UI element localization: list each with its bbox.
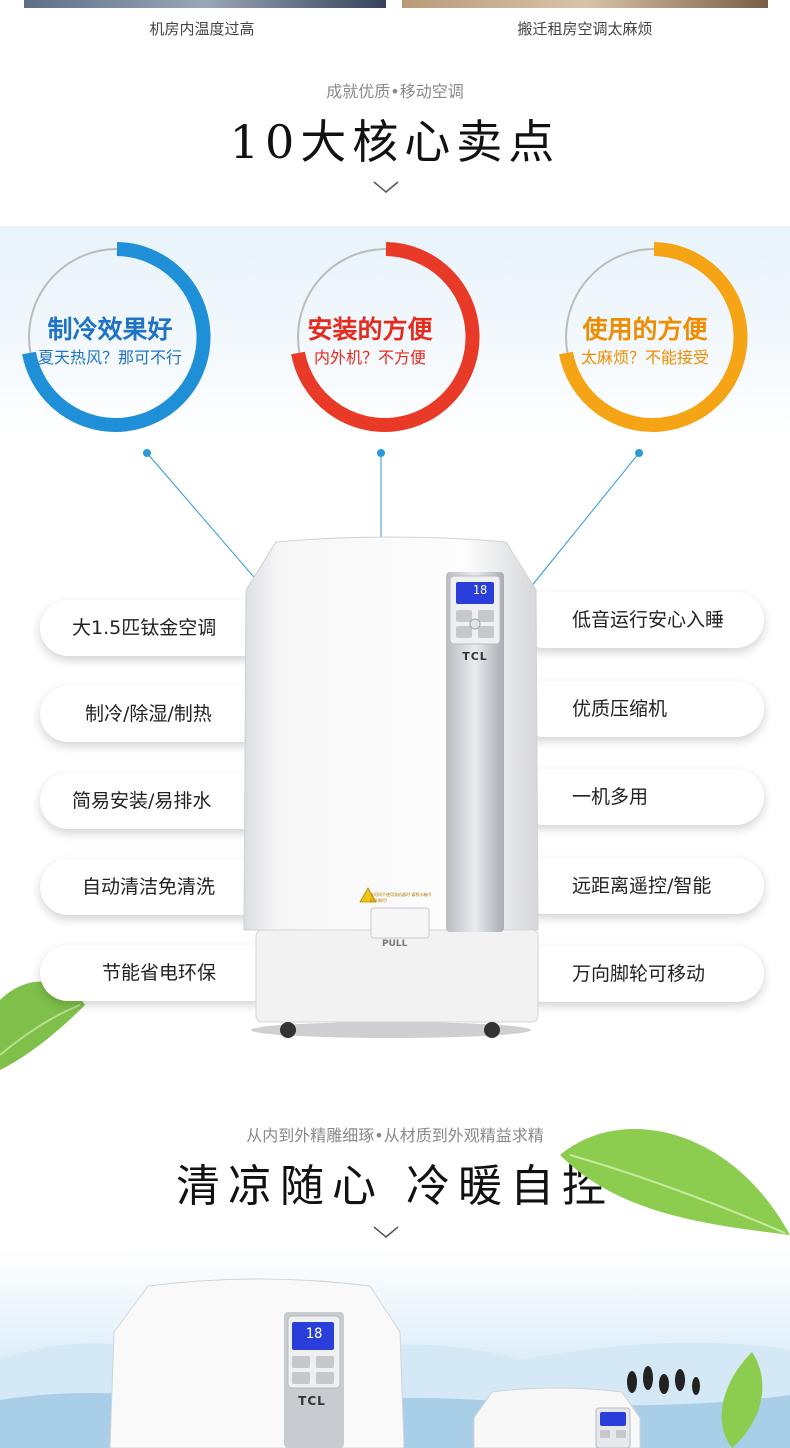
leaf-right-top <box>560 1129 790 1235</box>
feature-pill-left-1: 大1.5匹钛金空调 <box>40 600 280 656</box>
top-photo-left <box>24 0 386 8</box>
connector-lines <box>143 449 643 591</box>
ring-sub-3: 太麻烦？不能接受 <box>580 348 709 367</box>
ring-sub-1: 夏天热风？那可不行 <box>37 348 182 367</box>
ring-orange <box>559 242 748 432</box>
feature-pill-right-3: 一机多用 <box>516 769 764 825</box>
air-conditioner-large-image <box>109 1278 405 1448</box>
feature-band <box>0 226 790 440</box>
chevron-down-icon <box>373 1226 399 1238</box>
lcd-display-large: 18 <box>305 1326 323 1342</box>
feature-pill-left-4: 自动清洁免清洗 <box>40 859 280 915</box>
feature-pill-right-1: 低音运行安心入睡 <box>516 592 764 648</box>
feature-pill-left-3: 简易安装/易排水 <box>40 773 280 829</box>
chevron-down-icon <box>373 181 399 193</box>
ring-title-1: 制冷效果好 <box>47 315 173 344</box>
leaf-left <box>0 981 85 1070</box>
ring-title-2: 安装的方便 <box>307 315 433 344</box>
top-photo-right <box>402 0 768 8</box>
top-caption-left: 机房内温度过高 <box>149 20 255 38</box>
ring-blue <box>22 242 211 432</box>
brand-logo: TCL <box>462 650 488 663</box>
section1-title: 10大核心卖点 <box>229 115 561 169</box>
feature-pill-left-2: 制冷/除湿/制热 <box>40 686 280 742</box>
top-caption-right: 搬迁租房空调太麻烦 <box>517 20 653 38</box>
section2-subtitle: 从内到外精雕细琢•从材质到外观精益求精 <box>246 1126 544 1145</box>
ring-sub-2: 内外机？不方便 <box>313 348 426 367</box>
feature-pill-right-4: 远距离遥控/智能 <box>516 858 764 914</box>
lcd-display: 18 <box>472 583 488 597</box>
pull-label: PULL <box>382 939 408 949</box>
leaf-right-bottom <box>721 1352 763 1448</box>
brand-logo-large: TCL <box>298 1394 326 1408</box>
ring-title-3: 使用的方便 <box>582 315 708 344</box>
section2-title: 清凉随心 冷暖自控 <box>176 1161 614 1212</box>
feature-pill-left-5: 节能省电环保 <box>40 945 280 1001</box>
air-conditioner-small-image <box>473 1387 641 1448</box>
warning-label: 长时间不使用该机器时 请将水箱内积水倒尽! <box>370 892 432 903</box>
ring-red <box>291 242 480 432</box>
feature-pill-right-5: 万向脚轮可移动 <box>516 946 764 1002</box>
air-conditioner-image <box>243 536 539 1038</box>
section1-subtitle: 成就优质•移动空调 <box>326 82 464 101</box>
feature-pill-right-2: 优质压缩机 <box>516 681 764 737</box>
